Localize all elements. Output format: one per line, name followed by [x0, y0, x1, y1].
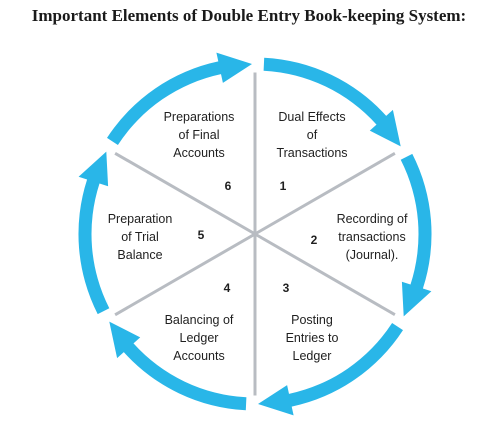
segment-number-1: 1 — [279, 179, 287, 193]
diagram-title: Important Elements of Double Entry Book-… — [31, 6, 467, 25]
segment-label-3: Posting Entries to Ledger — [285, 313, 339, 363]
segment-label-4: Balancing of Ledger Accounts — [164, 313, 234, 363]
cycle-arrow-4 — [109, 321, 247, 411]
segment-label-1: Dual Effects of Transactions — [276, 110, 348, 160]
segment-dividers — [114, 72, 396, 396]
segment-label-6: Preparations of Final Accounts — [163, 110, 235, 160]
divider-line-2 — [254, 152, 396, 236]
divider-line-6 — [114, 152, 256, 236]
segment-number-4: 4 — [223, 281, 231, 295]
segment-number-3: 3 — [282, 281, 290, 295]
cycle-arrow-6 — [107, 52, 252, 145]
cycle-arrow-5 — [78, 151, 110, 315]
divider-line-5 — [114, 232, 256, 317]
cycle-arrow-3 — [258, 323, 403, 416]
cycle-arrows — [78, 52, 432, 416]
cycle-arrow-2 — [400, 153, 432, 317]
segment-label-2: Recording of transactions (Journal). — [336, 212, 408, 262]
segment-label-5: Preparation of Trial Balance — [107, 212, 173, 262]
segment-number-6: 6 — [224, 179, 232, 193]
segment-number-5: 5 — [197, 228, 205, 242]
cycle-arrow-1 — [263, 57, 401, 147]
segment-number-2: 2 — [310, 233, 318, 247]
divider-line-3 — [254, 232, 396, 316]
